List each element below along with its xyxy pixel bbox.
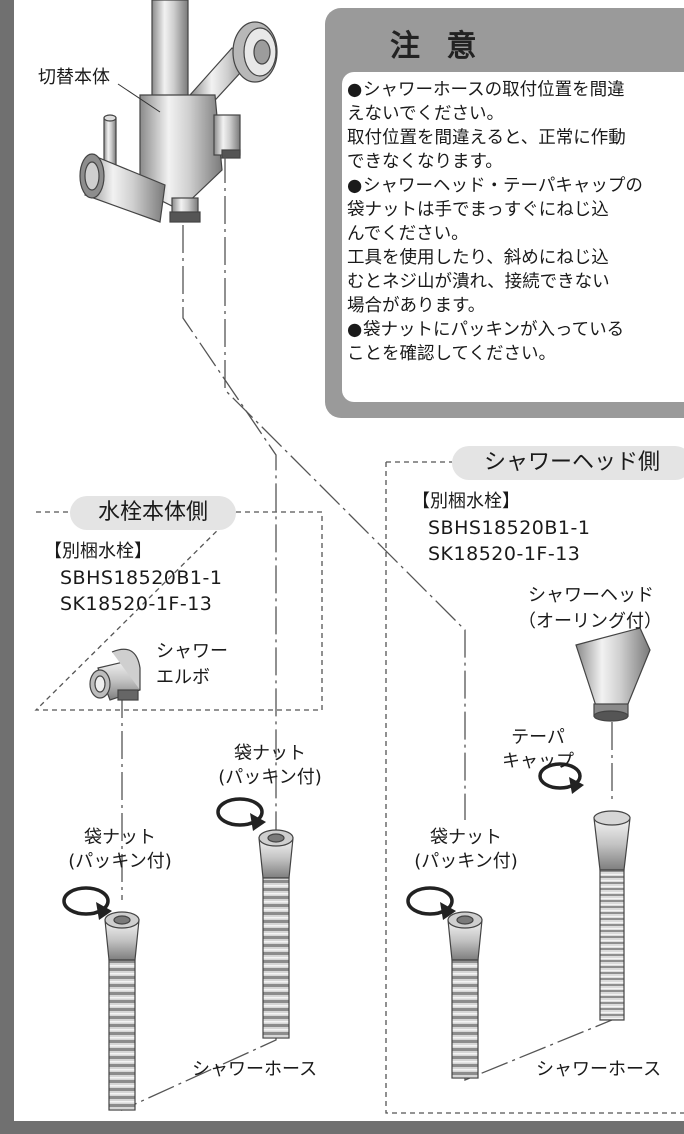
rotate-arrow-icon [62,886,112,920]
caution-text: むとネジ山が潰れ、接続できない [347,272,610,292]
right-nut-label-2: (パッキン付) [414,851,518,872]
left-separate-faucet-label: 【別梱水栓】 [44,541,152,562]
bottom-margin-bar [0,1121,684,1134]
taper-cap-label-1: テーパ [511,727,565,748]
caution-title: 注 意 [390,29,485,64]
hose-left-illustration [104,911,140,1111]
shower-head-label-1: シャワーヘッド [528,585,654,606]
caution-list: ●シャワーホースの取付位置を間違 えないでください。 取付位置を間違えると、正常… [347,78,684,366]
hose-shower-illustration [593,810,631,1021]
shower-hose-label-right: シャワーホース [536,1059,662,1080]
caution-item-2: ●シャワーヘッド・テーパキャップの [347,174,684,198]
shower-elbow-illustration [89,648,141,701]
shower-elbow-label-1: シャワー [156,641,228,662]
diverter-body-label: 切替本体 [38,67,110,88]
center-nut-label-2: (パッキン付) [218,767,322,788]
dashed-frames [34,461,684,1114]
left-nut-label-2: (パッキン付) [68,851,172,872]
caution-header: 注 意 [340,18,484,68]
shower-head-illustration [575,627,651,722]
left-margin-bar [0,0,14,1134]
right-model-1: SBHS18520B1-1 [428,517,591,539]
caution-text: んでください。 [347,224,469,244]
right-separate-faucet-label: 【別梱水栓】 [412,491,520,512]
caution-item-1: ●シャワーホースの取付位置を間違 [347,78,684,102]
caution-text: できなくなります。 [347,152,503,172]
rotation-arrow-icons [62,762,584,920]
diverter-body-illustration [79,0,278,223]
right-model-2: SK18520-1F-13 [428,543,581,565]
rotate-arrow-icon [216,797,266,831]
taper-cap-label-2: キャップ [502,751,574,772]
shower-hose-label-left: シャワーホース [192,1059,318,1080]
caution-text: 袋ナットは手でまっすぐにねじ込 [347,200,609,220]
hose-right-illustration [447,911,483,1079]
rotate-arrow-icon [406,886,456,920]
left-nut-label-1: 袋ナット [84,827,156,848]
caution-text: 場合があります。 [347,296,486,316]
caution-text: シャワーヘッド・テーパキャップの [363,176,643,196]
left-model-2: SK18520-1F-13 [60,593,213,615]
faucet-side-pill: 水栓本体側 [70,496,236,530]
caution-item-3: ●袋ナットにパッキンが入っている [347,318,684,342]
shower-head-label-2: （オーリング付） [518,611,662,632]
shower-head-side-pill: シャワーヘッド側 [452,446,684,480]
caution-text: シャワーホースの取付位置を間違 [363,80,625,100]
bullet: ● [347,80,363,100]
bullet: ● [347,176,363,196]
caution-text: 取付位置を間違えると、正常に作動 [347,128,626,148]
hose-center-illustration [258,829,294,1039]
caution-text: えないでください。 [347,104,504,124]
right-nut-label-1: 袋ナット [430,827,502,848]
center-nut-label-1: 袋ナット [234,743,306,764]
left-model-1: SBHS18520B1-1 [60,567,223,589]
caution-text: ことを確認してください。 [347,344,556,364]
caution-body [342,72,684,402]
rotate-arrow-icon [538,762,584,794]
caution-text: 工具を使用したり、斜めにねじ込 [347,248,609,268]
caution-text: 袋ナットにパッキンが入っている [363,320,625,340]
bullet: ● [347,320,363,340]
shower-elbow-label-2: エルボ [156,667,210,688]
